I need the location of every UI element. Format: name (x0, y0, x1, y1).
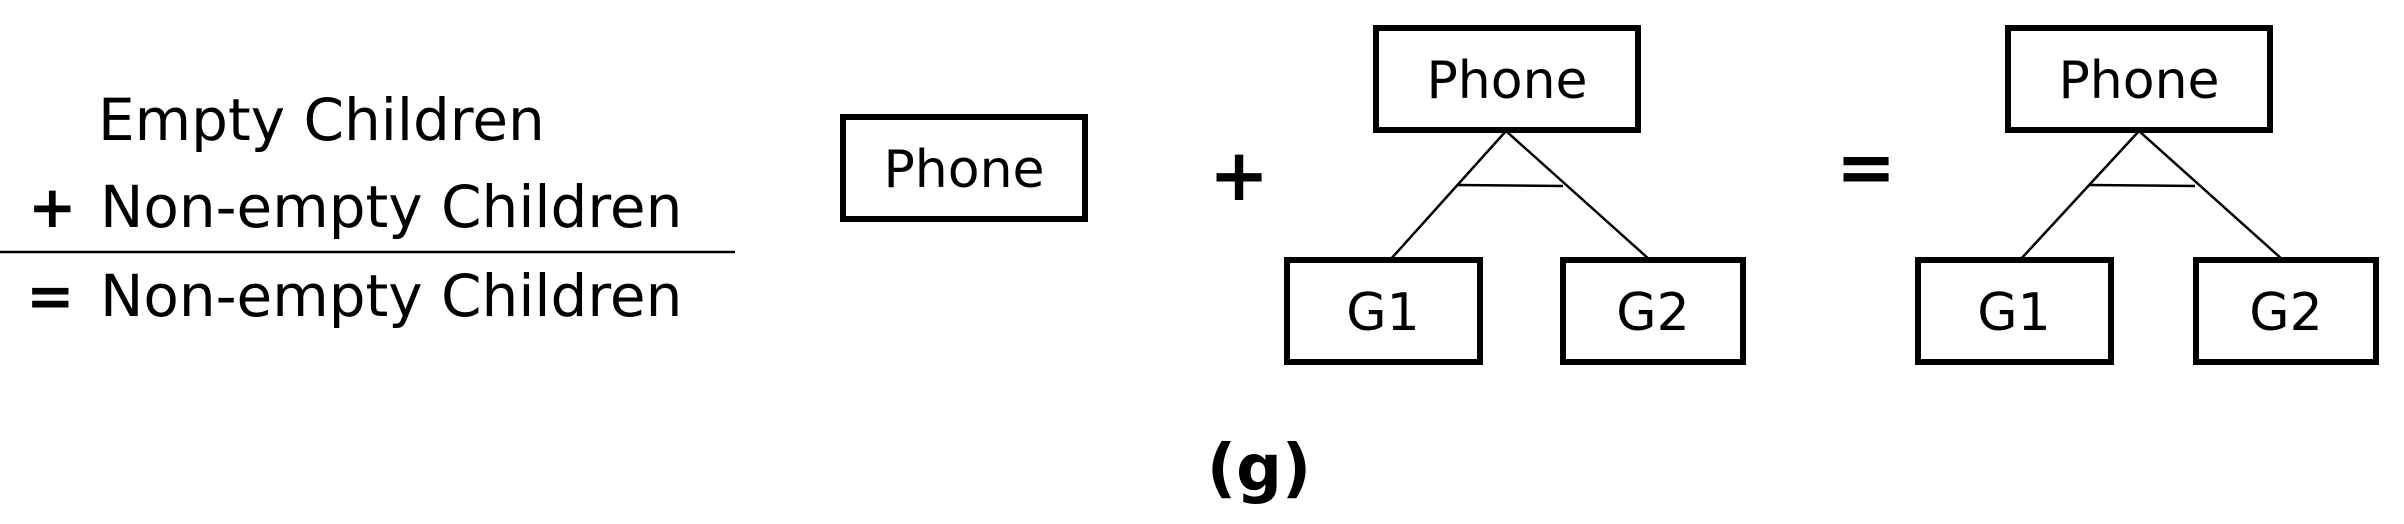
tree-a-root-node: Phone (1373, 25, 1641, 133)
tree-a-child-label-g2: G2 (1616, 283, 1689, 343)
equation-line-empty-children: Empty Children (98, 86, 545, 154)
tree-b-root-label: Phone (2058, 51, 2219, 111)
tree-b-child-label-g2: G2 (2249, 283, 2322, 343)
equation-line-non-empty-children: Non-empty Children (100, 173, 682, 241)
tree-b-child-node-g1: G1 (1915, 257, 2114, 365)
operator-plus: + (1209, 133, 1269, 217)
tree-b-edge-left (2019, 130, 2140, 261)
tree-a: Phone G1 G2 (1284, 25, 1746, 365)
tree-a-edge-left (1389, 130, 1507, 261)
node-phone-single: Phone (840, 114, 1088, 222)
equals-sign: = (26, 262, 75, 330)
tree-b-root-node: Phone (2005, 25, 2273, 133)
tree-a-child-node-g2: G2 (1560, 257, 1746, 365)
operator-equals: = (1836, 125, 1896, 209)
tree-b-and-arc (2088, 183, 2196, 188)
node-phone-single-label: Phone (883, 140, 1044, 200)
text-equation: Empty Children + Non-empty Children = No… (0, 86, 735, 330)
tree-a-child-node-g1: G1 (1284, 257, 1483, 365)
equation-line-result: Non-empty Children (100, 262, 682, 330)
tree-b-child-label-g1: G1 (1977, 283, 2050, 343)
tree-a-edge-right (1505, 130, 1651, 261)
plus-sign: + (28, 173, 77, 241)
tree-a-and-arc (1456, 183, 1564, 188)
tree-b: Phone G1 G2 (1915, 25, 2379, 365)
tree-b-child-node-g2: G2 (2193, 257, 2379, 365)
tree-a-root-label: Phone (1426, 51, 1587, 111)
tree-a-child-label-g1: G1 (1346, 283, 1419, 343)
tree-b-edge-right (2138, 130, 2284, 261)
figure-caption: (g) (1207, 432, 1311, 506)
